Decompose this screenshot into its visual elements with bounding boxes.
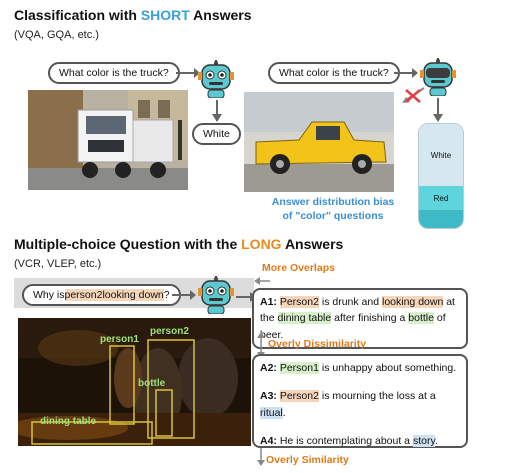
a1-dining-table: dining table xyxy=(277,312,332,325)
short-section-title: Classification with SHORT Answers xyxy=(14,7,252,23)
overly-dissimilarity-label: Overly Dissimilarity xyxy=(268,338,367,350)
long-title-suffix: Answers xyxy=(281,236,344,252)
det-label-dining-table: dining table xyxy=(40,416,97,427)
answer-text: White xyxy=(203,128,230,140)
arrow-to-robot-right xyxy=(394,68,418,78)
long-section-title: Multiple-choice Question with the LONG A… xyxy=(14,236,343,252)
a4-tag: A4: xyxy=(260,434,277,447)
short-title-prefix: Classification with xyxy=(14,7,141,23)
det-label-bottle: bottle xyxy=(138,378,166,389)
a1-bottle: bottle xyxy=(408,312,434,325)
dist-white-segment: White xyxy=(419,124,463,186)
answer-bubble: White xyxy=(192,123,241,145)
long-title-highlight: LONG xyxy=(241,236,282,252)
answer-distribution-bar: White Red xyxy=(418,123,464,229)
short-title-suffix: Answers xyxy=(189,7,252,23)
bar-scene-photo xyxy=(18,318,251,446)
dist-label-white: White xyxy=(430,150,452,160)
a4-text2: . xyxy=(434,434,438,447)
short-section-datasets: (VQA, GQA, etc.) xyxy=(14,29,99,41)
a1-text3: after finishing a xyxy=(331,312,409,325)
a3-ritual: ritual xyxy=(260,406,283,419)
long-section-datasets: (VCR, VLEP, etc.) xyxy=(14,258,102,270)
a1-text4: of beer. xyxy=(260,312,446,341)
det-label-person1: person1 xyxy=(100,334,139,345)
dist-red-segment: Red xyxy=(419,186,463,210)
a3-tag: A3: xyxy=(260,390,277,403)
more-overlaps-label: More Overlaps xyxy=(262,262,335,274)
long-question-bubble: Why is person2 looking down? xyxy=(22,284,181,306)
long-q-looking-down: looking down xyxy=(102,289,164,301)
a1-person2: Person2 xyxy=(279,296,319,308)
a3-person2: Person2 xyxy=(279,390,319,403)
answer-a1-box: A1: Person2 is drunk and looking down at… xyxy=(252,288,468,349)
arrow-to-robot-left xyxy=(176,68,200,78)
long-q-pre: Why is xyxy=(33,289,65,301)
white-truck-photo xyxy=(28,90,188,190)
more-overlaps-arrow xyxy=(254,277,270,285)
a1-tag: A1: xyxy=(260,296,277,308)
arrow-to-distribution xyxy=(433,98,443,122)
distribution-bias-caption: Answer distribution bias of "color" ques… xyxy=(258,196,408,223)
a3-text1: is mourning the loss at a xyxy=(318,390,436,403)
short-title-highlight: SHORT xyxy=(140,7,190,23)
answer-a3: A3: Person2 is mourning the loss at a ri… xyxy=(260,388,460,421)
question-left-text: What color is the truck? xyxy=(59,67,169,79)
a1-text1: is drunk and xyxy=(318,296,382,308)
similarity-arrow xyxy=(257,448,265,466)
answers-a2-a4-box: A2: Person1 is unhappy about something. … xyxy=(252,354,468,448)
dist-label-red: Red xyxy=(433,193,449,203)
answer-a4: A4: He is contemplating about a story. xyxy=(260,433,460,449)
arrow-to-answer xyxy=(212,100,222,122)
blocked-arrow-icon xyxy=(402,87,425,103)
a1-text2: at the xyxy=(260,296,455,325)
robot-icon-left xyxy=(198,60,234,99)
caption-line1: Answer distribution bias xyxy=(271,196,395,208)
overly-similarity-label: Overly Similarity xyxy=(266,454,349,466)
long-q-post: ? xyxy=(163,289,170,301)
arrow-to-robot-long xyxy=(172,290,196,300)
robot-icon-long xyxy=(198,276,234,315)
det-label-person2: person2 xyxy=(150,326,189,337)
question-bubble-right: What color is the truck? xyxy=(268,62,400,84)
question-bubble-left: What color is the truck? xyxy=(48,62,180,84)
answer-a2: A2: Person1 is unhappy about something. xyxy=(260,360,460,376)
a2-person1: Person1 xyxy=(279,362,319,374)
long-title-prefix: Multiple-choice Question with the xyxy=(14,236,242,252)
a4-text1: He is contemplating about a xyxy=(279,434,413,447)
a1-looking-down: looking down xyxy=(382,296,444,308)
caption-line2: of "color" questions xyxy=(282,209,384,222)
long-q-person2: person2 xyxy=(64,289,103,301)
a3-text2: . xyxy=(282,406,286,419)
dist-other-segment xyxy=(419,210,463,228)
a2-tag: A2: xyxy=(260,362,277,374)
a2-text1: is unhappy about something. xyxy=(318,362,457,374)
robot-icon-right xyxy=(420,58,456,97)
a4-story: story xyxy=(412,434,435,447)
question-right-text: What color is the truck? xyxy=(279,67,389,79)
yellow-truck-photo xyxy=(244,92,394,192)
